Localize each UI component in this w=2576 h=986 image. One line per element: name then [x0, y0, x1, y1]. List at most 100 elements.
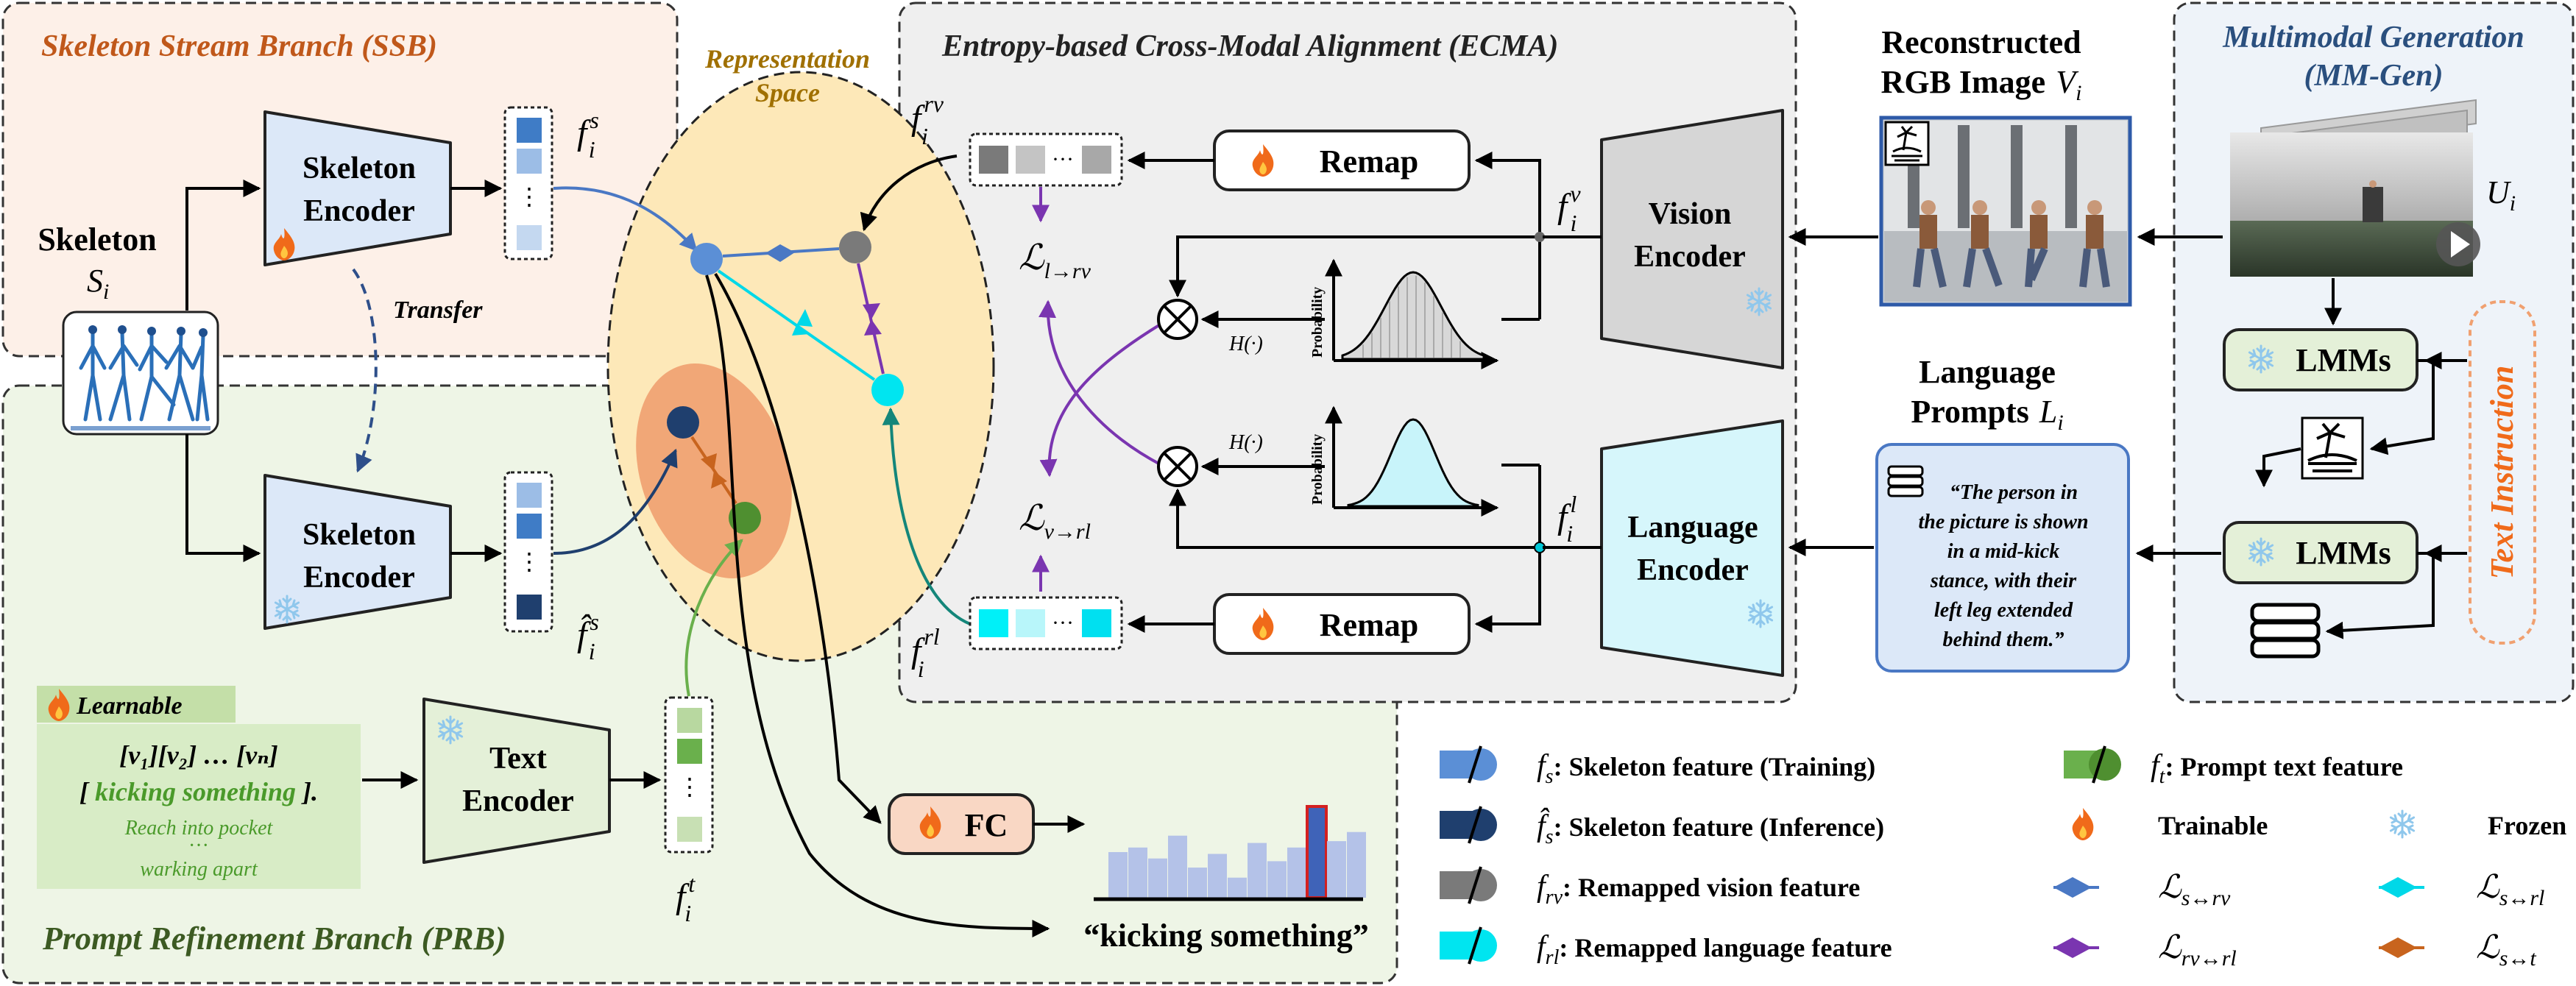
legend-frl: frl: Remapped language feature: [1537, 930, 1892, 969]
skeleton-feature-vector-infer: ⋮: [503, 471, 553, 633]
output-class-label: “kicking something”: [1083, 918, 1369, 954]
skeleton-train-node: [690, 243, 723, 275]
remap-bottom-label: Remap: [1320, 607, 1418, 643]
legend-loss-rv-rl-icon: [2053, 937, 2099, 958]
legend-loss-s-t-icon: [2379, 937, 2424, 958]
legend-loss-s-rv: ℒs↔rv: [2158, 869, 2231, 910]
language-encoder-label-1: Language: [1627, 511, 1758, 545]
legend-skeleton-train-icon: [1440, 745, 1497, 784]
remapped-language-feature-vector: ···: [969, 596, 1123, 650]
legend-loss-s-t: ℒs↔t: [2476, 929, 2536, 971]
rgb-title-1: Reconstructed: [1881, 24, 2081, 60]
legend-loss-s-rl: ℒs↔rl: [2476, 869, 2544, 910]
books-icon: [1887, 465, 1924, 497]
bar-13: [1347, 831, 1366, 898]
remap-top-label: Remap: [1320, 143, 1418, 180]
language-encoder-label-2: Encoder: [1637, 553, 1749, 587]
legend-skeleton-infer-icon: [1440, 806, 1497, 844]
rep-space-title-1: Representation: [704, 44, 870, 74]
fc-label: FC: [965, 807, 1008, 843]
skeleton-encoder-top-label-2: Encoder: [303, 194, 415, 228]
bar-2: [1128, 847, 1147, 898]
legend-frozen: Frozen: [2488, 811, 2566, 840]
legend-loss-s-rl-icon: [2379, 877, 2424, 898]
svg-text:⋮: ⋮: [517, 183, 541, 210]
rep-space-title-2: Space: [755, 78, 820, 107]
bar-1: [1108, 852, 1128, 898]
skeleton-sequence-image: [62, 311, 219, 436]
prompt-example-2: warking apart: [140, 858, 258, 881]
prompt-example-1: Reach into pocket: [124, 817, 274, 840]
lmm-bottom-label: LMMs: [2296, 535, 2391, 571]
mmgen-title-1: Multimodal Generation: [2222, 21, 2524, 54]
skeleton-label: Skeleton: [38, 221, 156, 258]
text-instruction-label: Text Instruction: [2484, 366, 2520, 580]
prompt-example-dots: ···: [188, 834, 209, 857]
remapped-vision-feature-vector: ···: [969, 132, 1123, 187]
fc-layer: [888, 793, 1035, 855]
prompt-quote-3: in a mid-kick: [1947, 540, 2059, 563]
probability-plot-language: Probability: [1309, 405, 1499, 517]
ecma-title: Entropy-based Cross-Modal Alignment (ECM…: [941, 29, 1558, 63]
learnable-label: Learnable: [76, 692, 183, 720]
loss-rv-rl-edge: [857, 263, 885, 375]
language-encoder: [1600, 419, 1784, 677]
ssb-title: Skeleton Stream Branch (SSB): [41, 29, 437, 63]
text-encoder: [422, 698, 611, 864]
prompt-quote-4: stance, with their: [1930, 570, 2077, 592]
multiply-operator-top: [1157, 299, 1198, 340]
prompt-quote-1: “The person in: [1950, 481, 2078, 504]
lmm-top-label: LMMs: [2296, 342, 2391, 378]
legend-loss-rv-rl: ℒrv↔rl: [2158, 929, 2237, 971]
multiply-operator-bottom: [1157, 446, 1198, 487]
legend-vision-feature-icon: [1440, 866, 1497, 904]
input-video-frames: [2230, 99, 2480, 277]
skeleton-encoder-bottom-label-1: Skeleton: [302, 518, 416, 552]
transfer-arrow: [352, 268, 378, 473]
legend: fs: Skeleton feature (Training) ft: Prom…: [1440, 745, 2566, 971]
prompt-quote-6: behind them.”: [1943, 628, 2064, 651]
legend-trainable: Trainable: [2158, 811, 2268, 840]
loss-s-rl-edge: [717, 269, 876, 381]
text-instruction-box: [2469, 300, 2536, 645]
vision-encoder-label-1: Vision: [1649, 197, 1732, 231]
vision-encoder-label-2: Encoder: [1634, 240, 1746, 274]
bar-9: [1267, 861, 1287, 898]
bar-6: [1208, 854, 1227, 898]
bar-8: [1248, 843, 1267, 898]
prompt-quote-2: the picture is shown: [1918, 511, 2088, 533]
prb-title: Prompt Refinement Branch (PRB): [42, 921, 506, 957]
legend-ft: ft: Prompt text feature: [2151, 749, 2403, 788]
output-books-icon: [2250, 603, 2321, 659]
prob-axis-label-language: Probability: [1309, 434, 1326, 505]
legend-loss-s-rv-icon: [2053, 877, 2099, 898]
legend-fs-train: fs: Skeleton feature (Training): [1537, 749, 1875, 788]
text-encoder-label-1: Text: [489, 742, 547, 776]
loss-l-rv: ℒl→rv: [1019, 238, 1091, 283]
skeleton-encoder-top: [263, 110, 452, 266]
entropy-label-top: H(·): [1228, 333, 1263, 355]
language-prompt-box: [1875, 443, 2130, 673]
svg-text:···: ···: [1052, 611, 1074, 635]
generated-image-icon: [2301, 416, 2364, 480]
skeleton-encoder-top-label-1: Skeleton: [302, 152, 416, 185]
loss-s-t-edge: [690, 436, 737, 505]
svg-text:⋮: ⋮: [517, 548, 541, 575]
bar-5: [1188, 868, 1207, 898]
loss-s-rv-edge: [722, 244, 840, 262]
mmgen-title-2: (MM-Gen): [2304, 59, 2444, 93]
prompt-quote-5: left leg extended: [1934, 599, 2073, 622]
bar-11: [1306, 805, 1328, 899]
text-feature-node: [729, 502, 761, 534]
language-remap-node: [871, 374, 904, 406]
bar-4: [1168, 835, 1187, 898]
prob-axis-label-vision: Probability: [1309, 287, 1326, 358]
transfer-label: Transfer: [393, 297, 483, 324]
svg-text:···: ···: [1052, 147, 1074, 171]
entropy-label-bottom: H(·): [1228, 431, 1263, 454]
prompt-learnable-tokens: [v₁][v₂] … [vₙ]: [119, 740, 277, 770]
prompt-class-template: [ kicking something ].: [79, 777, 318, 806]
skeleton-encoder-bottom: [263, 474, 452, 630]
skeleton-feature-vector-train: ⋮: [503, 106, 553, 260]
